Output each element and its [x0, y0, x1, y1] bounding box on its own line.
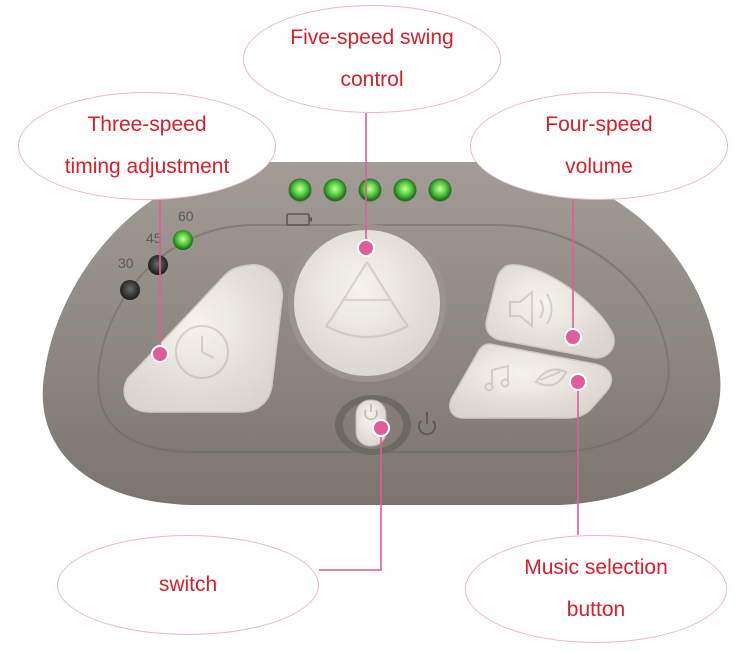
- callout-swing-line1: Five-speed swing: [290, 26, 454, 49]
- callout-volume-line2: volume: [565, 155, 633, 178]
- timer-label-30: 30: [118, 255, 134, 271]
- timer-label-60: 60: [178, 208, 194, 224]
- timer-button[interactable]: [123, 264, 283, 413]
- speed-led-1: [288, 178, 312, 202]
- pointer-lines: [159, 113, 579, 571]
- speaker-icon: [509, 289, 553, 329]
- timer-led-group: 30 45 60: [118, 208, 194, 300]
- callout-timing-line2: timing adjustment: [64, 155, 230, 178]
- music-selection-button[interactable]: [449, 343, 613, 419]
- callout-switch: switch: [57, 535, 319, 635]
- pointer-line-switch: [319, 428, 382, 571]
- speed-led-row: [288, 178, 452, 202]
- pointer-dots: [151, 239, 587, 437]
- speed-led-3: [358, 178, 382, 202]
- pointer-dot-music: [569, 373, 587, 391]
- music-note-icon: [484, 364, 510, 392]
- callout-swing-control: Five-speed swing control: [243, 5, 501, 113]
- pointer-dot-volume: [564, 328, 582, 346]
- timer-led-45: [148, 255, 168, 275]
- battery-icon: [286, 213, 312, 226]
- clock-icon: [175, 325, 229, 379]
- speed-led-5: [428, 178, 452, 202]
- power-icon: [418, 412, 436, 436]
- timer-led-60: [173, 230, 193, 250]
- speed-led-4: [393, 178, 417, 202]
- callout-swing-line2: control: [340, 68, 404, 91]
- callout-volume: Four-speed volume: [470, 92, 728, 200]
- leaf-icon: [534, 368, 568, 387]
- callout-timing-line1: Three-speed: [87, 113, 207, 136]
- timer-led-30: [120, 280, 140, 300]
- callout-music-selection: Music selection button: [465, 535, 727, 643]
- callout-switch-line1: switch: [158, 573, 218, 596]
- swing-icon: [325, 261, 409, 339]
- callout-music-line1: Music selection: [524, 556, 668, 579]
- timer-label-45: 45: [146, 230, 162, 246]
- pointer-dot-swing: [357, 239, 375, 257]
- switch-power-symbol-icon: [364, 404, 378, 421]
- pointer-dot-switch: [372, 419, 390, 437]
- swing-button[interactable]: [288, 224, 446, 382]
- callout-music-line2: button: [566, 598, 626, 621]
- speed-led-2: [323, 178, 347, 202]
- pointer-dot-timing: [151, 345, 169, 363]
- callout-timing-adjustment: Three-speed timing adjustment: [18, 92, 276, 200]
- callout-volume-line1: Four-speed: [545, 113, 653, 136]
